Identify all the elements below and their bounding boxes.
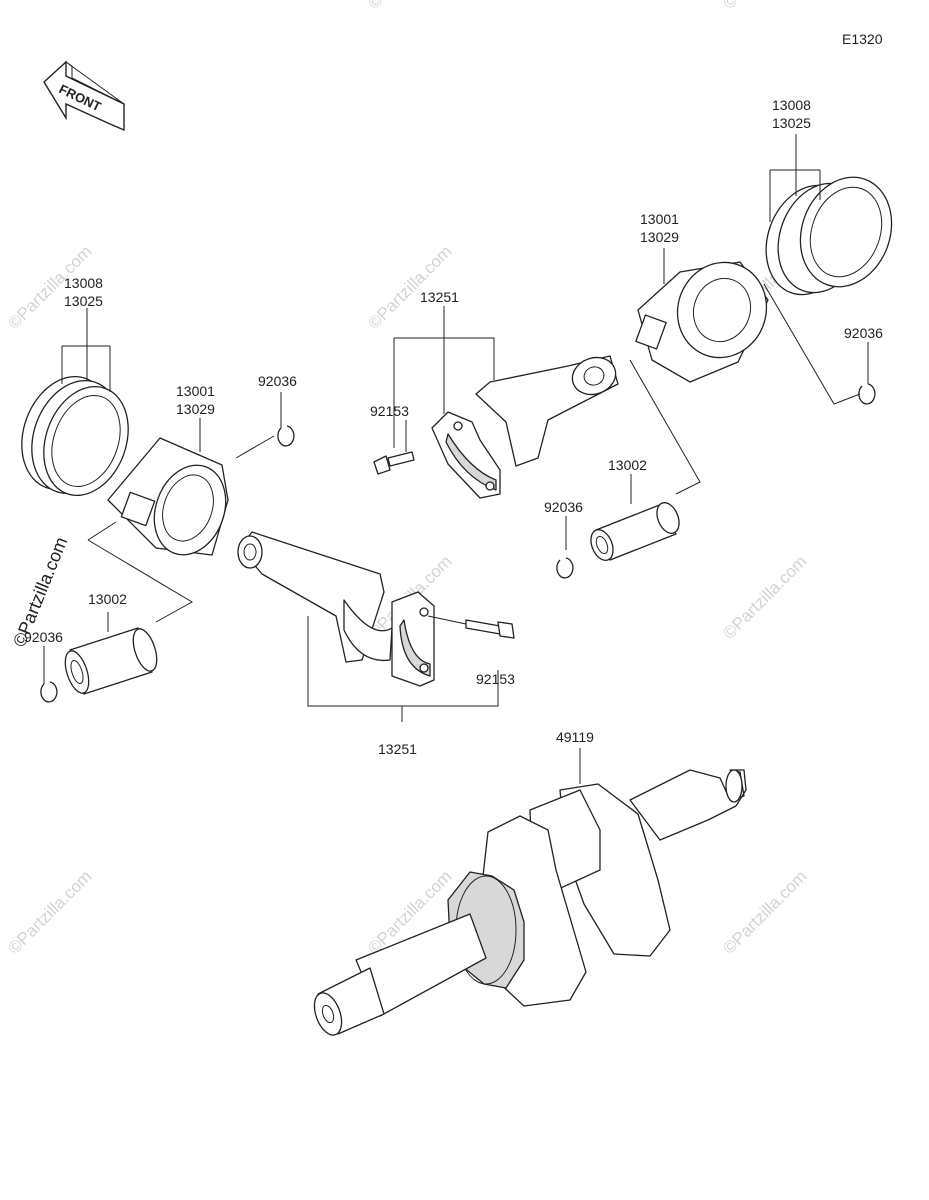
- diagram-code: E1320: [842, 31, 883, 47]
- part-number-label: 13002: [88, 591, 127, 607]
- part-number-label: 13008: [64, 275, 103, 291]
- conrod-bolt-upper: [373, 451, 415, 475]
- watermark: ©Partzilla.com: [364, 0, 455, 13]
- connecting-rod-cap-upper: [431, 411, 501, 499]
- part-number-label: 13251: [420, 289, 459, 305]
- part-number-label: 13001: [640, 211, 679, 227]
- piston-left: [107, 437, 229, 556]
- piston-right: [635, 261, 769, 383]
- piston-ring-left: [21, 375, 129, 497]
- part-number-label: 13008: [772, 97, 811, 113]
- front-arrow-icon: FRONT: [43, 60, 125, 132]
- part-number-label: 13029: [640, 229, 679, 245]
- part-labels: 13008 13025 13001 13029 92036 13002 9203…: [24, 97, 883, 757]
- watermark: ©Partzilla.com: [719, 867, 810, 958]
- part-number-label: 13002: [608, 457, 647, 473]
- part-number-label: 13251: [378, 741, 417, 757]
- watermark: ©Partzilla.com: [4, 867, 95, 958]
- connecting-rod-upper: [475, 355, 619, 467]
- conrod-bolt-lower: [465, 619, 515, 639]
- piston-ring-right: [765, 176, 893, 296]
- connecting-rod-cap-lower: [391, 591, 435, 687]
- crankshaft: [313, 769, 747, 1036]
- circlip-right-top: [858, 383, 876, 405]
- part-number-label: 92036: [24, 629, 63, 645]
- circlip-right-bottom: [556, 557, 574, 579]
- part-number-label: 92153: [370, 403, 409, 419]
- part-number-label: 49119: [556, 729, 594, 745]
- leader-lines: [43, 134, 869, 784]
- part-number-label: 92153: [476, 671, 515, 687]
- part-number-label: 13001: [176, 383, 215, 399]
- watermark: ©Partzilla.com: [719, 552, 810, 643]
- circlip-left-bottom: [40, 681, 58, 703]
- piston-pin-right: [590, 502, 680, 561]
- watermark: ©Partzilla.com: [364, 242, 455, 333]
- part-number-label: 13025: [64, 293, 103, 309]
- part-number-label: 13029: [176, 401, 215, 417]
- circlip-left-top: [277, 425, 295, 447]
- watermark: ©Partzilla.com: [719, 0, 810, 13]
- connecting-rod-lower: [237, 531, 393, 663]
- part-number-label: 92036: [544, 499, 583, 515]
- part-number-label: 92036: [258, 373, 297, 389]
- piston-pin-left: [64, 627, 158, 695]
- part-number-label: 92036: [844, 325, 883, 341]
- part-number-label: 13025: [772, 115, 811, 131]
